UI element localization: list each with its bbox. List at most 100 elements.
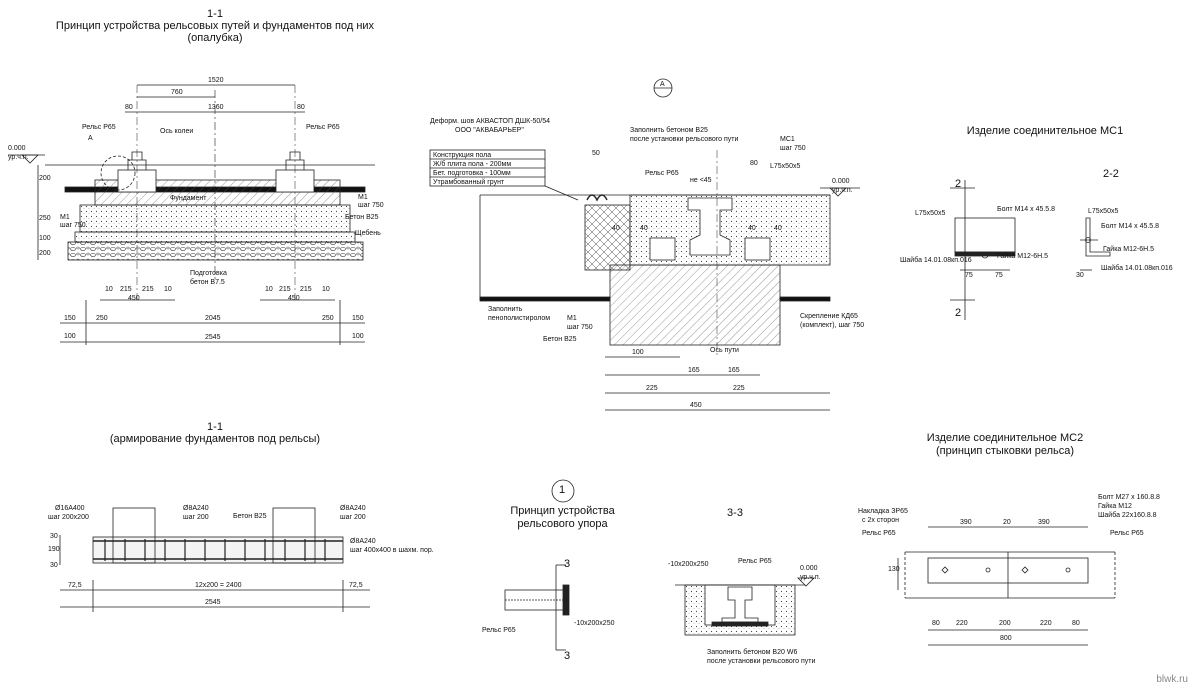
rebar-r8c-step: шаг 400x400 в шахм. пор. bbox=[350, 547, 434, 554]
node-a-dim-225b: 225 bbox=[733, 385, 745, 392]
mc1-section-label: 2-2 bbox=[1103, 168, 1119, 180]
axis-label: Ось колеи bbox=[160, 128, 194, 135]
mc1-bolt: Болт М14 х 45.5.8 bbox=[997, 206, 1056, 213]
dim-215b: 215 bbox=[142, 286, 154, 293]
rebar-r16-step: шаг 200x200 bbox=[48, 514, 89, 521]
dim-450b: 450 bbox=[288, 295, 300, 302]
node-a-concrete: Бетон В25 bbox=[543, 336, 577, 343]
mc2-rail-left: Рельс Р65 bbox=[862, 530, 896, 537]
section-3-3-fill-2: после установки рельсового пути bbox=[707, 658, 816, 665]
node-a-dim-40c: 40 bbox=[748, 225, 756, 232]
mc1-washer-b: Шайба 14.01.08кп.016 bbox=[1101, 265, 1173, 272]
rebar-r8a-step: шаг 200 bbox=[183, 514, 209, 521]
mc2-dim-200: 200 bbox=[999, 620, 1011, 627]
dim-215d: 215 bbox=[300, 286, 312, 293]
node-a-dim-50: 50 bbox=[592, 150, 600, 157]
section-1-1-number: 1-1 bbox=[207, 8, 223, 20]
m1-left-step: шаг 750 bbox=[60, 222, 86, 229]
floor-layer-3: Утрамбованный грунт bbox=[433, 179, 505, 186]
foam-label-2: пенополистиролом bbox=[488, 315, 551, 322]
node-a-m1-step: шаг 750 bbox=[567, 324, 593, 331]
mc2-overlay-2: с 2х сторон bbox=[862, 517, 899, 524]
seam-company-label: ООО "АКВАБАРЬЕР" bbox=[455, 127, 524, 134]
rebar-r8c: Ø8А240 bbox=[350, 538, 376, 545]
mc2-nut: Гайка М12 bbox=[1098, 503, 1132, 510]
section-1-1-title: Принцип устройства рельсовых путей и фун… bbox=[55, 20, 375, 32]
mc2-dim-80b: 80 bbox=[1072, 620, 1080, 627]
mc1-dim-75a: 75 bbox=[965, 272, 973, 279]
mc1-ref-step: шаг 750 bbox=[780, 145, 806, 152]
dim-150a: 150 bbox=[64, 315, 76, 322]
section-3-3-level: 0.000 bbox=[800, 565, 818, 572]
node-a-dim-225a: 225 bbox=[646, 385, 658, 392]
rail-stop-plate: -10x200x250 bbox=[574, 620, 615, 627]
dim-80-left: 80 bbox=[125, 104, 133, 111]
seam-label: Деформ. шов АКВАСТОП ДШК-50/54 bbox=[430, 118, 551, 125]
dim-1360: 1360 bbox=[208, 104, 224, 111]
dim-760: 760 bbox=[171, 89, 183, 96]
node-a-level: 0.000 bbox=[832, 178, 850, 185]
mc2-dim-80a: 80 bbox=[932, 620, 940, 627]
dim-100b: 100 bbox=[352, 333, 364, 340]
node-a-dim-40d: 40 bbox=[774, 225, 782, 232]
kd-label: Скрепление КД65 bbox=[800, 313, 858, 320]
rebar-title: (армирование фундаментов под рельсы) bbox=[109, 433, 321, 445]
dim-1520: 1520 bbox=[208, 77, 224, 84]
dim-215c: 215 bbox=[279, 286, 291, 293]
rebar-dim-2545: 2545 bbox=[205, 599, 221, 606]
mc1-dim-75b: 75 bbox=[995, 272, 1003, 279]
mc1-dim-30: 30 bbox=[1076, 272, 1084, 279]
fill-label-2: после установки рельсового пути bbox=[630, 136, 739, 143]
mc1-cut-top: 2 bbox=[955, 178, 962, 190]
fill-label: Заполнить бетоном В25 bbox=[630, 127, 708, 134]
dim-v250: 250 bbox=[39, 215, 51, 222]
dim-250a: 250 bbox=[96, 315, 108, 322]
rebar-r8b-step: шаг 200 bbox=[340, 514, 366, 521]
mc1-ref-label: МС1 bbox=[780, 136, 795, 143]
m1-left-label: М1 bbox=[60, 214, 70, 221]
mc2-dim-20: 20 bbox=[1003, 519, 1011, 526]
rebar-r8a: Ø8А240 bbox=[183, 505, 209, 512]
floor-layer-1: Ж/б плита пола - 200мм bbox=[433, 161, 512, 168]
level-sub-label: ур.ч.п. bbox=[8, 154, 29, 161]
rebar-dim-725a: 72,5 bbox=[68, 582, 82, 589]
node-a-dim-40b: 40 bbox=[640, 225, 648, 232]
mc1-washer: Шайба 14.01.08кп.016 bbox=[900, 257, 972, 264]
mc2-overlay: Накладка ЗР65 bbox=[858, 508, 908, 515]
rail-stop-title-1: Принцип устройства bbox=[510, 505, 615, 517]
dim-215a: 215 bbox=[120, 286, 132, 293]
dim-10c: 10 bbox=[265, 286, 273, 293]
mc1-drawing bbox=[950, 180, 1111, 320]
floor-head: Конструкция пола bbox=[433, 152, 492, 159]
level-label: 0.000 bbox=[8, 145, 26, 152]
node-a-level-sub: ур.ч.п. bbox=[832, 187, 853, 194]
prep-label-2: бетон В7.5 bbox=[190, 279, 225, 286]
node-a-dim-100: 100 bbox=[632, 349, 644, 356]
mc1-angle-b: L75x50x5 bbox=[1088, 208, 1119, 215]
mc2-rail-right: Рельс Р65 bbox=[1110, 530, 1144, 537]
kd-label-2: (комплект), шаг 750 bbox=[800, 322, 865, 329]
node-a-m1: М1 bbox=[567, 315, 577, 322]
node-a-dim-40a: 40 bbox=[612, 225, 620, 232]
dim-250b: 250 bbox=[322, 315, 334, 322]
rebar-concrete: Бетон В25 bbox=[233, 513, 267, 520]
foam-label: Заполнить bbox=[488, 306, 523, 313]
node-a-rail-label: Рельс Р65 bbox=[645, 170, 679, 177]
dim-10b: 10 bbox=[164, 286, 172, 293]
section-3-3-plate: -10x200x250 bbox=[668, 561, 709, 568]
prep-label: Подготовка bbox=[190, 270, 227, 277]
mc2-dim-390b: 390 bbox=[1038, 519, 1050, 526]
concrete-label: Бетон В25 bbox=[345, 214, 379, 221]
dim-v100: 100 bbox=[39, 235, 51, 242]
rail-right-label: Рельс Р65 bbox=[306, 124, 340, 131]
node-a-axis: Ось пути bbox=[710, 347, 739, 354]
mc1-nut: Гайка М12-6Н.5 bbox=[997, 253, 1048, 260]
floor-layer-2: Бет. подготовка - 100мм bbox=[433, 170, 511, 177]
rail-stop-title-2: рельсового упора bbox=[517, 518, 608, 530]
mc1-cut-bottom: 2 bbox=[955, 307, 962, 319]
mc1-title: Изделие соединительное МС1 bbox=[966, 125, 1124, 137]
node-a-drawing bbox=[429, 78, 860, 411]
mc2-dim-800: 800 bbox=[1000, 635, 1012, 642]
rail-stop-drawing bbox=[504, 479, 575, 651]
